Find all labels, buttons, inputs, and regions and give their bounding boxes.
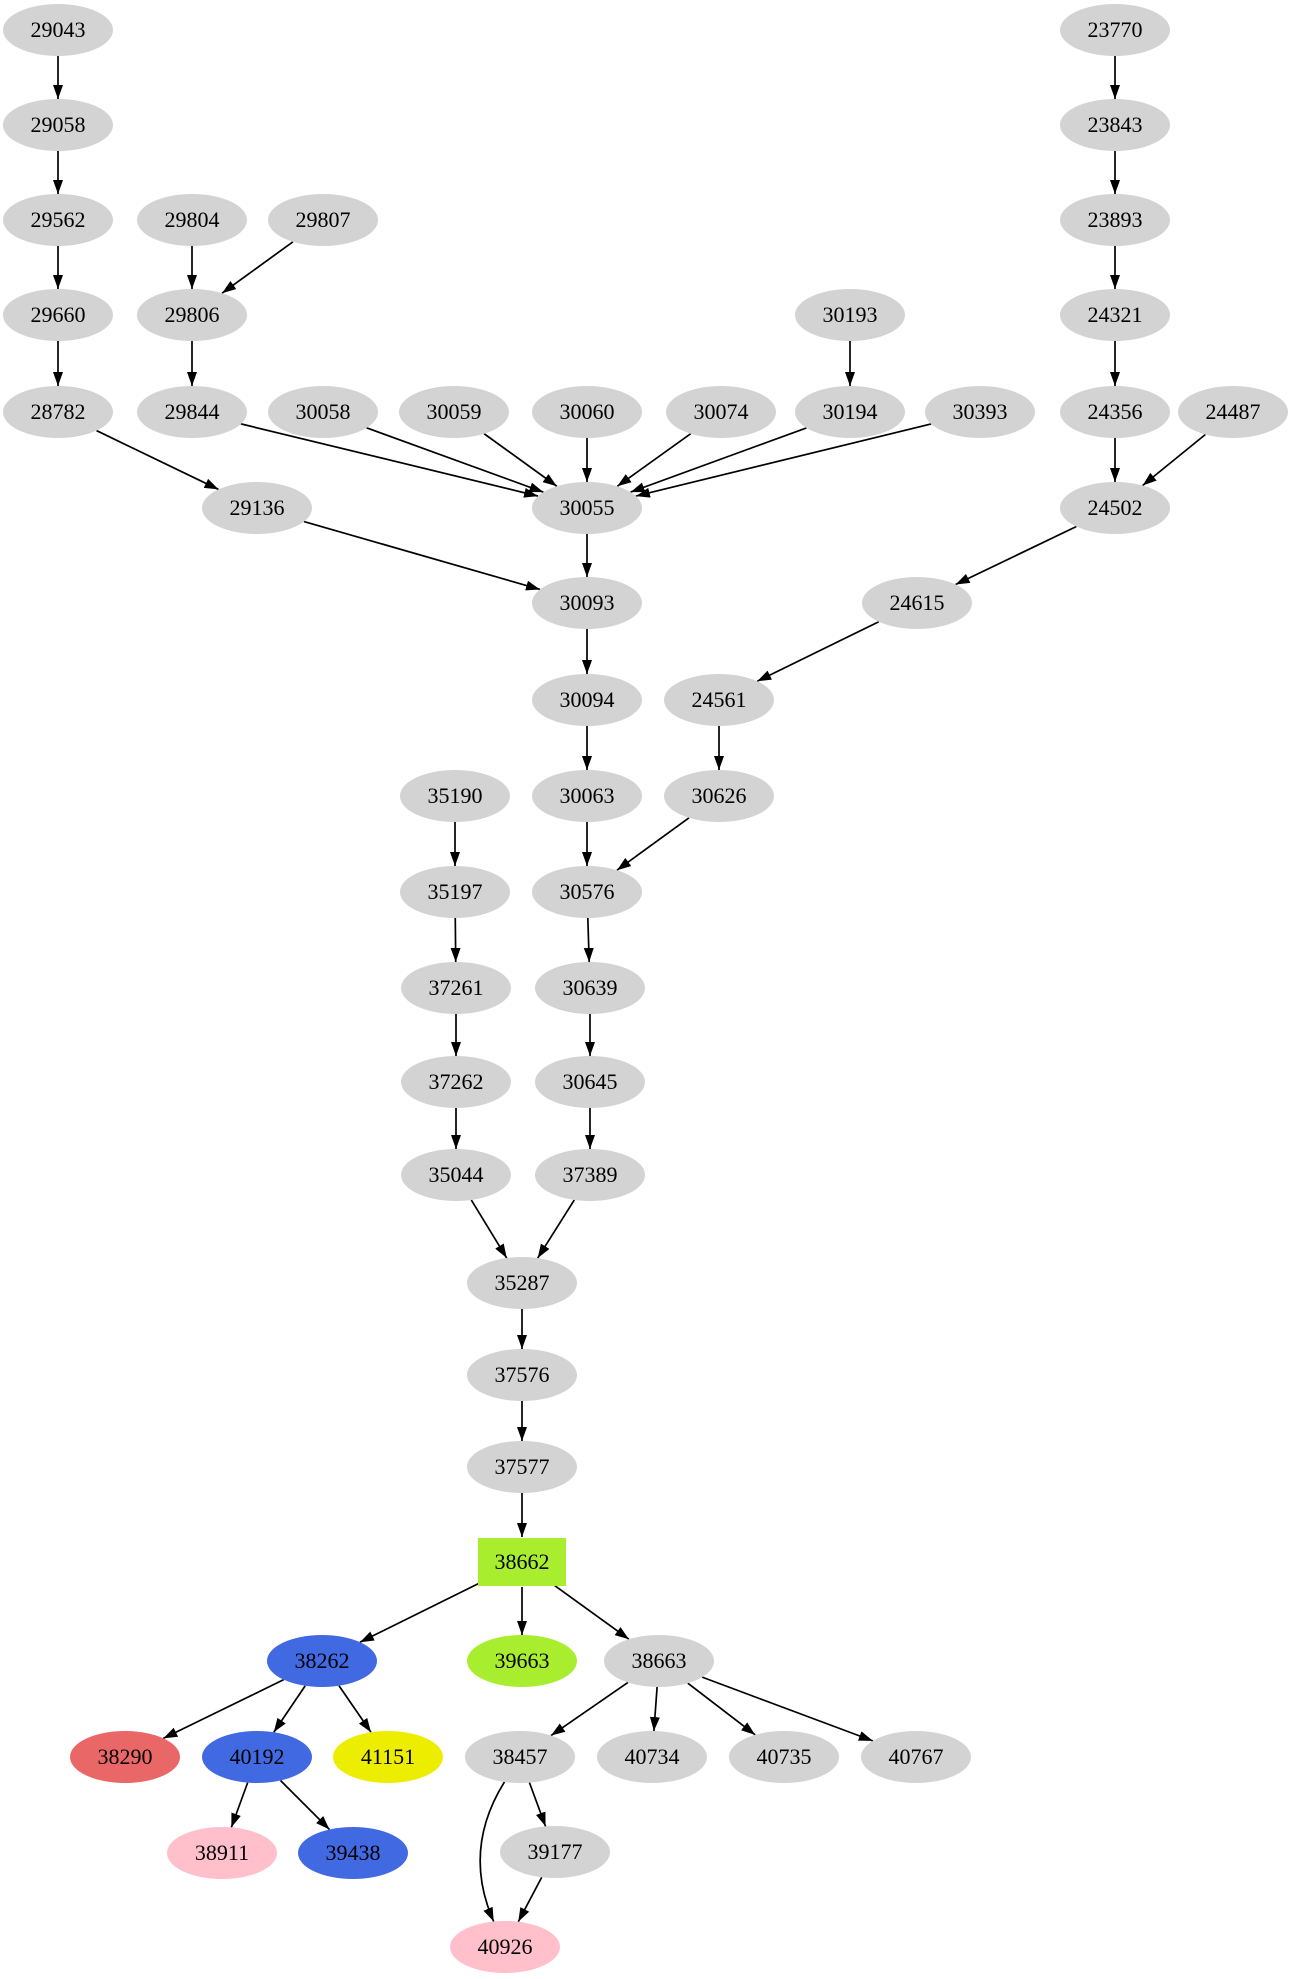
graph-node-38662: 38662 [478,1538,566,1586]
graph-node-37262: 37262 [401,1056,511,1108]
graph-node-24561: 24561 [664,674,774,726]
edge-30059-30055 [483,433,558,487]
graph-node-30058: 30058 [268,386,378,438]
graph-node-39438: 39438 [298,1827,408,1879]
edge-40192-38911 [230,1782,249,1828]
edge-37389-35287 [536,1199,576,1259]
edge-29807-29806 [221,241,294,294]
graph-node-39177: 39177 [500,1826,610,1878]
edge-28782-29136 [96,429,219,491]
graph-node-24356: 24356 [1060,386,1170,438]
edge-39177-40926 [517,1876,543,1923]
graph-node-29806: 29806 [137,289,247,341]
edge-38663-40767 [701,1676,874,1742]
edge-30194-30055 [630,427,807,493]
edge-38262-40192 [273,1685,306,1733]
graph-node-29807: 29807 [268,194,378,246]
edge-30074-30055 [616,433,692,487]
graph-node-38663: 38663 [604,1635,714,1687]
edge-35044-35287 [470,1199,508,1259]
graph-node-38457: 38457 [465,1731,575,1783]
graph-node-30074: 30074 [666,386,776,438]
edge-24615-24561 [756,620,880,683]
graph-node-41151: 41151 [333,1731,443,1783]
graph-node-37576: 37576 [467,1349,577,1401]
graph-node-30094: 30094 [532,674,642,726]
graph-node-30055: 30055 [532,482,642,534]
graph-node-39663: 39663 [467,1635,577,1687]
edge-29844-30055 [240,423,539,498]
graph-node-40734: 40734 [597,1731,707,1783]
graph-node-24502: 24502 [1060,482,1170,534]
graph-node-37389: 37389 [535,1149,645,1201]
graph-node-24487: 24487 [1178,386,1288,438]
edge-38663-38457 [550,1681,629,1737]
graph-node-30626: 30626 [664,770,774,822]
graph-node-30576: 30576 [532,866,642,918]
edge-30576-30639 [583,917,594,963]
graph-node-38911: 38911 [167,1827,277,1879]
edge-29136-30093 [303,520,541,591]
edge-30626-30576 [616,817,690,871]
graph-node-30645: 30645 [535,1056,645,1108]
edge-24502-24615 [955,525,1077,586]
graph-node-40192: 40192 [202,1731,312,1783]
graph-node-38290: 38290 [70,1731,180,1783]
graph-node-28782: 28782 [3,386,113,438]
graph-node-29844: 29844 [137,386,247,438]
graph-node-30063: 30063 [532,770,642,822]
graph-node-29058: 29058 [3,99,113,151]
graph-node-23770: 23770 [1060,4,1170,56]
edge-38663-40735 [687,1682,756,1736]
edge-24487-24502 [1142,433,1206,487]
graph-node-40767: 40767 [861,1731,971,1783]
graph-node-35287: 35287 [467,1257,577,1309]
edge-38662-38262 [359,1578,489,1643]
graph-node-37261: 37261 [401,962,511,1014]
graph-node-40735: 40735 [729,1731,839,1783]
edge-38262-38290 [162,1678,285,1740]
edge-30393-30055 [635,423,932,498]
edge-38457-40926 [479,1781,506,1922]
graph-node-29562: 29562 [3,194,113,246]
edge-40192-39438 [279,1779,331,1831]
graph-node-29136: 29136 [202,482,312,534]
edge-38662-38663 [549,1581,630,1640]
graph-node-29660: 29660 [3,289,113,341]
graph-node-29043: 29043 [3,4,113,56]
graph-node-30059: 30059 [399,386,509,438]
graph-node-35044: 35044 [401,1149,511,1201]
graph-node-38262: 38262 [267,1635,377,1687]
graph-node-30093: 30093 [532,577,642,629]
graph-node-35190: 35190 [400,770,510,822]
graph-node-40926: 40926 [450,1921,560,1973]
graph-node-30639: 30639 [535,962,645,1014]
edge-30058-30055 [366,427,544,493]
graph-node-35197: 35197 [400,866,510,918]
graph-node-30060: 30060 [532,386,642,438]
edge-38262-41151 [338,1685,372,1733]
graph-node-30193: 30193 [795,289,905,341]
graph-node-24321: 24321 [1060,289,1170,341]
graph-node-29804: 29804 [137,194,247,246]
graph-node-23893: 23893 [1060,194,1170,246]
edge-38663-40734 [649,1686,660,1732]
graph-node-23843: 23843 [1060,99,1170,151]
edge-38457-39177 [528,1782,547,1827]
graph-node-30194: 30194 [795,386,905,438]
graph-node-30393: 30393 [925,386,1035,438]
graph-node-37577: 37577 [467,1441,577,1493]
graph-node-24615: 24615 [862,577,972,629]
